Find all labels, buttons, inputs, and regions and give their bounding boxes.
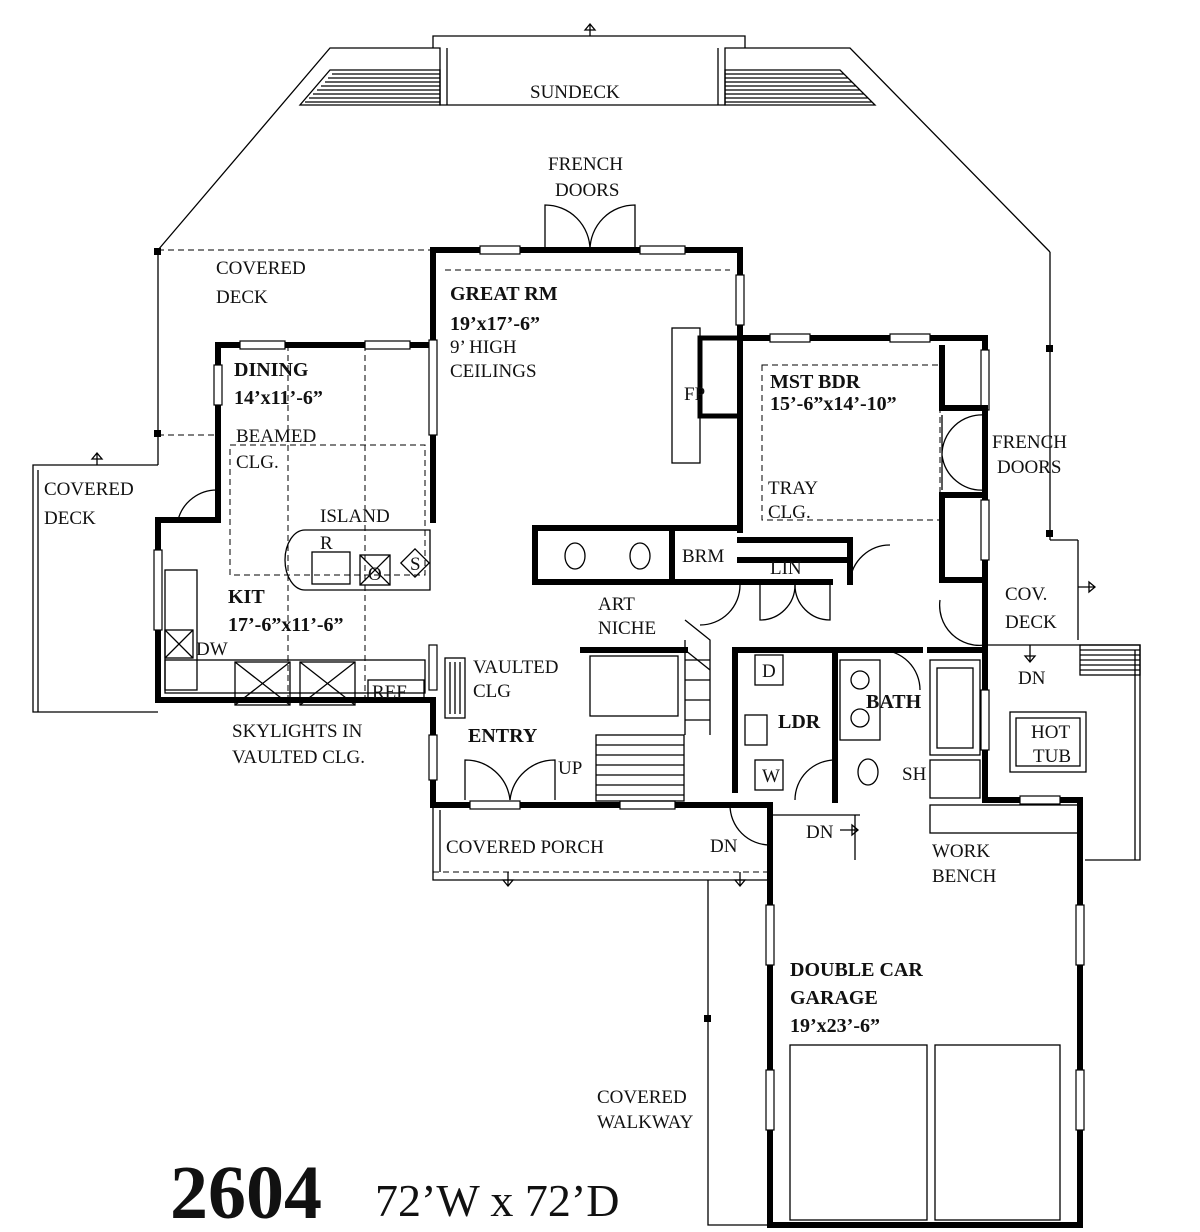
interior-walls — [164, 269, 988, 846]
label-kit-size: 17’-6”x11’-6” — [228, 614, 344, 636]
label-french-doors-right-2: DOORS — [997, 457, 1061, 478]
label-hot-tub-2: TUB — [1033, 746, 1071, 767]
label-dryer: D — [762, 661, 776, 682]
label-art-niche-1: ART — [598, 594, 635, 615]
label-range: R — [320, 533, 333, 554]
label-work-bench-1: WORK — [932, 841, 990, 862]
label-great-rm-size: 19’x17’-6” — [450, 313, 540, 335]
label-garage-1: DOUBLE CAR — [790, 959, 923, 981]
label-cov-deck-2: DECK — [1005, 612, 1057, 633]
sundeck-left-stairs — [298, 69, 441, 106]
label-covered-deck-left-2: DECK — [44, 508, 96, 529]
label-mst-bdr: MST BDR — [770, 371, 861, 393]
label-french-doors-top-1: FRENCH — [548, 154, 623, 175]
label-hot-tub-1: HOT — [1031, 722, 1070, 743]
label-work-bench-2: BENCH — [932, 866, 997, 887]
label-brm: BRM — [682, 546, 724, 567]
label-covered-deck-top-1: COVERED — [216, 258, 306, 279]
plan-dimensions: 72’W x 72’D — [375, 1175, 619, 1226]
label-vaulted-clg-2: CLG — [473, 681, 511, 702]
sundeck-right-stairs — [724, 69, 877, 106]
windows — [153, 245, 1085, 1131]
label-covered-walkway-2: WALKWAY — [597, 1112, 694, 1133]
label-dining-note-1: BEAMED — [236, 426, 316, 447]
label-dn-porch: DN — [710, 836, 738, 857]
label-vaulted-clg-1: VAULTED — [473, 657, 559, 678]
label-cov-deck-1: COV. — [1005, 584, 1047, 605]
label-dining: DINING — [234, 359, 309, 381]
label-great-rm: GREAT RM — [450, 283, 558, 305]
label-garage-size: 19’x23’-6” — [790, 1015, 880, 1037]
covered-deck-outlines — [32, 248, 1141, 861]
label-sh: SH — [902, 764, 927, 785]
label-kit: KIT — [228, 586, 265, 608]
label-skylights-1: SKYLIGHTS IN — [232, 721, 363, 742]
label-fp: FP — [684, 384, 705, 405]
label-up: UP — [558, 758, 582, 779]
label-dn-garage: DN — [806, 822, 834, 843]
plan-number: 2604 — [170, 1151, 322, 1232]
label-skylights-2: VAULTED CLG. — [232, 747, 365, 768]
label-covered-deck-left-1: COVERED — [44, 479, 134, 500]
label-covered-walkway-1: COVERED — [597, 1087, 687, 1108]
porch-and-walkway — [432, 804, 1081, 1226]
label-dn-deck: DN — [1018, 668, 1046, 689]
label-mst-bdr-note-1: TRAY — [768, 478, 818, 499]
sundeck-structure — [157, 22, 1051, 253]
label-ref: REF — [372, 682, 407, 703]
label-mst-bdr-note-2: CLG. — [768, 502, 811, 523]
label-french-doors-top-2: DOORS — [555, 180, 619, 201]
label-oven: O — [368, 564, 382, 585]
label-garage-2: GARAGE — [790, 987, 878, 1009]
label-bath: BATH — [866, 691, 922, 713]
label-sink: S — [410, 554, 421, 575]
label-mst-bdr-size: 15’-6”x14’-10” — [770, 393, 897, 415]
label-island: ISLAND — [320, 506, 390, 527]
hot-tub-deck-stairs — [1079, 644, 1141, 676]
label-lin: LIN — [770, 558, 802, 579]
room-labels: SUNDECK FRENCH DOORS COVERED DECK COVERE… — [44, 82, 1071, 1133]
label-covered-porch: COVERED PORCH — [446, 837, 604, 858]
label-washer: W — [762, 766, 780, 787]
label-covered-deck-top-2: DECK — [216, 287, 268, 308]
label-great-rm-note-2: CEILINGS — [450, 361, 537, 382]
label-dining-note-2: CLG. — [236, 452, 279, 473]
label-dining-size: 14’x11’-6” — [234, 387, 323, 409]
french-doors-top-symbol — [544, 204, 636, 251]
label-sundeck: SUNDECK — [530, 82, 620, 103]
hot-tub — [1009, 711, 1087, 773]
label-great-rm-note-1: 9’ HIGH — [450, 337, 517, 358]
label-french-doors-right-1: FRENCH — [992, 432, 1067, 453]
entry-stairs — [595, 619, 711, 802]
label-art-niche-2: NICHE — [598, 618, 656, 639]
label-ldr: LDR — [778, 711, 821, 733]
label-entry: ENTRY — [468, 725, 538, 747]
label-dw: DW — [196, 639, 228, 660]
